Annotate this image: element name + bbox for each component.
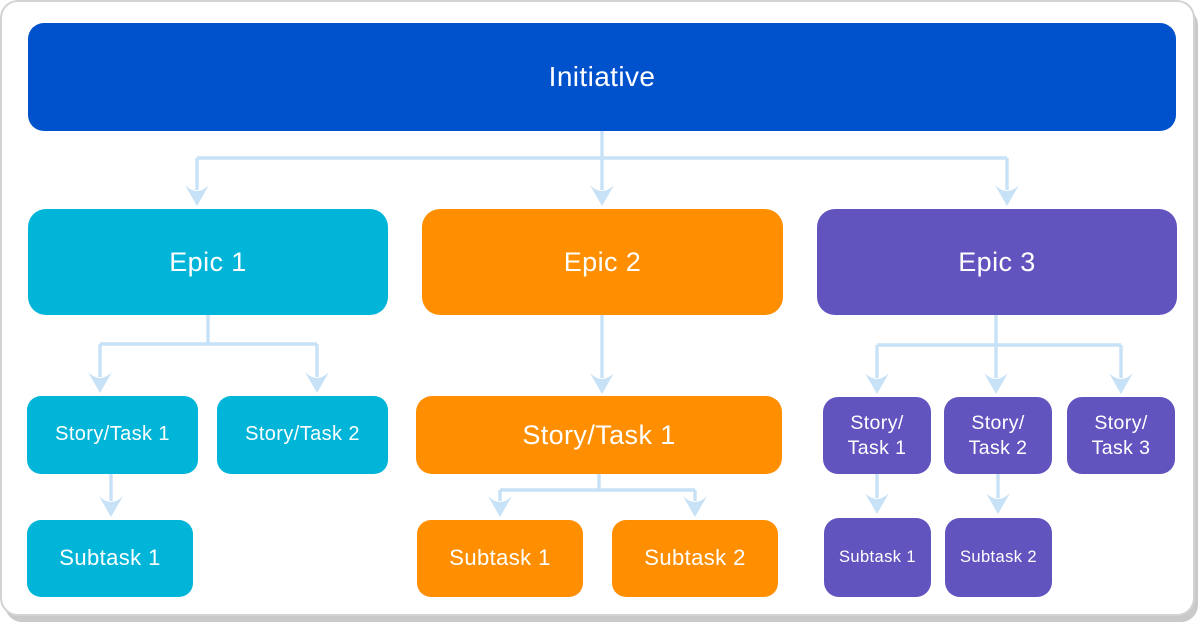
node-label: Subtask 1 <box>449 545 551 571</box>
node-label-line1: Story/ <box>971 411 1025 434</box>
node-epic3-subtask-1: Subtask 1 <box>824 518 931 597</box>
node-epic2-subtask-2: Subtask 2 <box>612 520 778 597</box>
node-epic1-subtask-1: Subtask 1 <box>27 520 193 597</box>
node-epic1-story-task-2: Story/Task 2 <box>217 396 388 474</box>
node-label: Story/Task 2 <box>245 423 360 446</box>
node-label: Story/Task 1 <box>522 419 676 450</box>
node-epic-1-label: Epic 1 <box>169 246 247 277</box>
node-epic-2: Epic 2 <box>422 209 783 315</box>
node-label: Subtask 1 <box>839 547 916 566</box>
node-initiative: Initiative <box>28 23 1176 131</box>
node-epic-1: Epic 1 <box>28 209 388 315</box>
node-epic3-story-task-2: Story/ Task 2 <box>944 397 1052 474</box>
node-label-line1: Story/ <box>1094 411 1148 434</box>
node-label: Subtask 2 <box>644 545 746 571</box>
node-epic-3: Epic 3 <box>817 209 1177 315</box>
node-label: Story/Task 1 <box>55 423 170 446</box>
node-epic-2-label: Epic 2 <box>563 246 642 277</box>
node-epic3-story-task-3: Story/ Task 3 <box>1067 397 1175 474</box>
node-label-line2: Task 2 <box>968 436 1028 459</box>
node-epic-3-label: Epic 3 <box>958 246 1036 277</box>
node-epic2-story-task-1: Story/Task 1 <box>416 396 782 474</box>
node-epic1-story-task-1: Story/Task 1 <box>27 396 198 474</box>
node-label-line2: Task 1 <box>847 436 907 459</box>
node-label-line2: Task 3 <box>1091 436 1151 459</box>
node-epic3-story-task-1: Story/ Task 1 <box>823 397 931 474</box>
node-initiative-label: Initiative <box>548 61 656 93</box>
node-label-line1: Story/ <box>850 411 904 434</box>
node-label: Subtask 1 <box>59 545 161 571</box>
node-epic2-subtask-1: Subtask 1 <box>417 520 583 597</box>
node-epic3-subtask-2: Subtask 2 <box>945 518 1052 597</box>
node-label: Subtask 2 <box>960 547 1037 566</box>
